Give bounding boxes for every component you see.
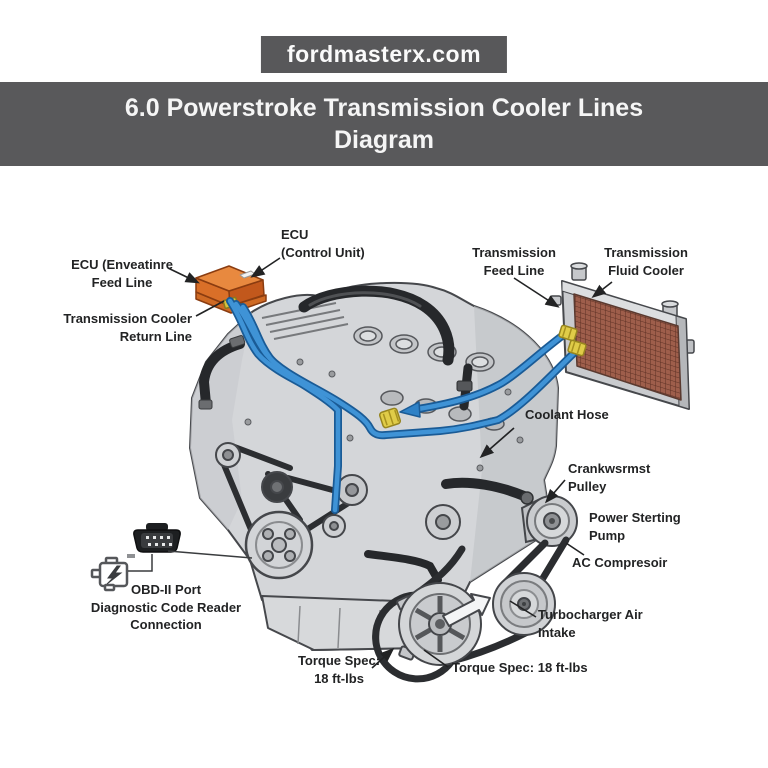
label-line: Pump [589, 527, 626, 543]
label-line: ECU (Enveatinre [71, 257, 173, 272]
lower-hose [364, 550, 442, 584]
transmission-fluid-cooler [549, 262, 695, 410]
turbo-leader [509, 600, 537, 618]
label-torque-spec-left: Torque Spec: 18 ft-lbs [288, 652, 390, 687]
label-obd-port: OBD-II Port Diagnostic Code Reader Conne… [85, 581, 247, 634]
page-title-line1: 6.0 Powerstroke Transmission Cooler Line… [124, 93, 644, 122]
return-leader [195, 300, 225, 317]
transmission-return-line [415, 330, 569, 412]
obd-leader-lines [128, 550, 253, 572]
ecu-feed-arrow [167, 267, 200, 284]
feed-arrow [513, 277, 560, 308]
idler-pulley [492, 572, 556, 636]
label-line: 18 ft-lbs [314, 670, 364, 686]
label-ecu-feed-line: ECU (Enveatinre Feed Line [52, 256, 192, 291]
label-power-steering-pump: Power Sterting Pump [589, 509, 681, 544]
line-fittings [378, 324, 587, 429]
alternator-pulley [396, 582, 482, 666]
label-turbocharger-air-intake: Turbocharger Air Intake [538, 606, 643, 641]
coolant-hose [441, 477, 529, 501]
label-line: Transmission [472, 245, 556, 260]
label-line: (Control Unit) [281, 244, 365, 260]
label-line: Torque Spec: [297, 653, 381, 668]
coolant-arrow [479, 427, 515, 459]
label-transmission-cooler-return-line: Transmission Cooler Return Line [36, 310, 192, 345]
ecu-control-arrow [250, 257, 281, 278]
label-line: Transmission Cooler [63, 311, 192, 326]
label-line: Intake [538, 624, 576, 640]
label-line: Diagnostic Code Reader [90, 599, 242, 615]
label-line: Transmission [604, 245, 688, 260]
fluid-cooler-arrow [591, 281, 613, 298]
label-torque-spec-center: Torque Spec: 18 ft-lbs [452, 660, 588, 675]
label-line: Connection [130, 617, 202, 633]
label-transmission-fluid-cooler: Transmission Fluid Cooler [590, 244, 702, 279]
label-line: OBD-II Port [130, 582, 202, 597]
leader-lines [167, 257, 613, 669]
flow-arrowhead [399, 401, 421, 418]
torque-left-arrow [371, 647, 395, 669]
label-crankshaft-pulley: Crankwsrmst Pulley [568, 460, 650, 495]
front-pulleys [215, 442, 461, 580]
title-banner: 6.0 Powerstroke Transmission Cooler Line… [0, 82, 768, 166]
label-coolant-hose: Coolant Hose [525, 407, 609, 422]
label-line: Fluid Cooler [608, 262, 684, 278]
valve-cover-ribs [261, 302, 349, 340]
label-line: Pulley [568, 478, 607, 494]
block-arrow-icon [442, 593, 491, 627]
label-line: Return Line [119, 328, 192, 344]
crank-arrow [544, 479, 566, 504]
power-steering-pulley [520, 495, 578, 547]
ac-leader [565, 542, 585, 556]
label-line: Turbocharger Air [538, 607, 643, 622]
transmission-lines [226, 297, 581, 514]
transmission-feed-line [233, 301, 580, 438]
torque-center-leader [423, 649, 449, 668]
site-badge: fordmasterx.com [260, 36, 508, 73]
label-line: ECU [281, 227, 309, 242]
label-line: Feed Line [91, 274, 153, 290]
label-line: Crankwsrmst [568, 461, 651, 476]
label-line: Power Sterting [589, 510, 681, 525]
label-ecu-control-unit: ECU (Control Unit) [281, 226, 365, 261]
label-transmission-feed-line: Transmission Feed Line [458, 244, 570, 279]
page-title-line2: Diagram [333, 126, 435, 154]
label-line: Feed Line [483, 262, 545, 278]
label-ac-compressor: AC Compresoir [572, 555, 668, 570]
check-engine-icon [90, 554, 135, 592]
obd-connector-icon [133, 523, 181, 553]
